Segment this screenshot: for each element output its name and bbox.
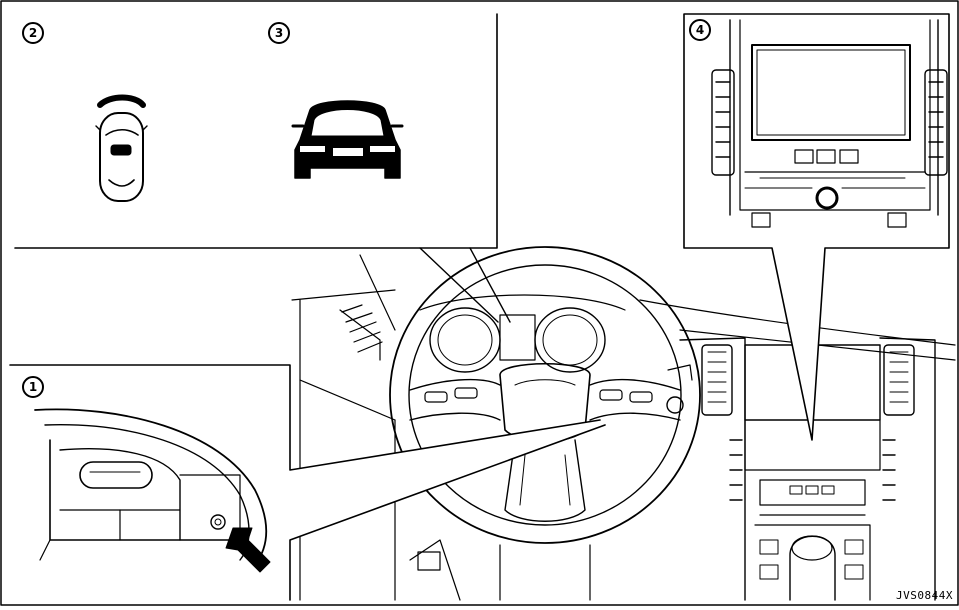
steering-wheel [390, 247, 700, 600]
left-vent [342, 305, 382, 352]
indicator-inset-box [10, 1, 510, 322]
callout-1-marker: 1 [22, 376, 44, 398]
callout-4-marker: 4 [689, 19, 711, 41]
switch-inset-box [10, 365, 605, 600]
callout-2-marker: 2 [22, 22, 44, 44]
dashboard-illustration [292, 247, 955, 600]
callout-3-marker: 3 [268, 22, 290, 44]
figure-code: JVS0844X [896, 589, 953, 602]
vehicle-front-view-icon [293, 101, 402, 178]
